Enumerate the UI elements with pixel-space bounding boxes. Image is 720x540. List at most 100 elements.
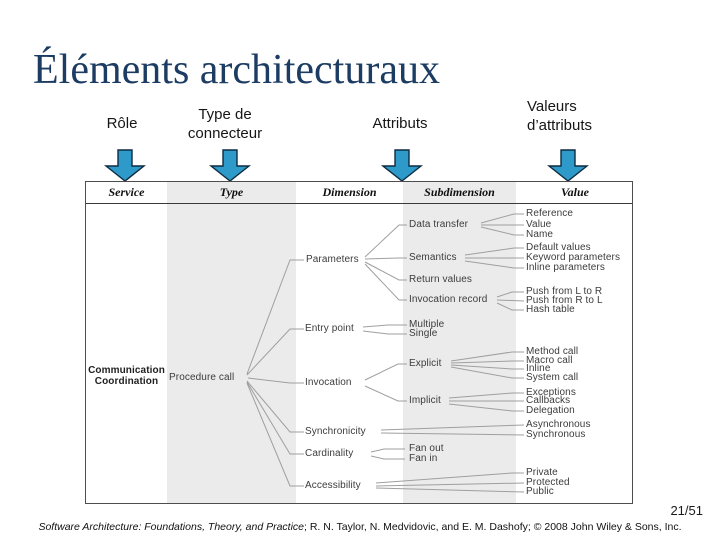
connector-line	[450, 366, 524, 379]
column-header-value: Value	[560, 185, 589, 199]
connector-line	[375, 487, 525, 493]
slide-title: Éléments architecturaux	[33, 47, 440, 93]
tree-connector-lines	[246, 213, 525, 493]
connector-line	[450, 364, 524, 370]
node-keyword-parameters: Keyword parameters	[526, 252, 621, 263]
node-system-call: System call	[526, 372, 579, 383]
annotation-attributes: Attributs	[360, 114, 440, 133]
column-header-type: Type	[219, 185, 244, 199]
footer-citation: Software Architecture: Foundations, Theo…	[0, 521, 720, 533]
node-macro-call: Macro call	[526, 355, 573, 366]
node-cardinality: Cardinality	[305, 448, 354, 459]
node-inline-parameters: Inline parameters	[526, 262, 605, 273]
node-invocation-record: Invocation record	[409, 294, 488, 305]
annotation-line: Valeurs	[527, 98, 577, 115]
down-arrow-icon	[208, 149, 252, 182]
node-push-from-l-to-r: Push from L to R	[526, 286, 603, 297]
node-default-values: Default values	[526, 242, 591, 253]
node-method-call: Method call	[526, 346, 579, 357]
page-number: 21/51	[670, 503, 703, 518]
annotation-attribute-values: Valeurs d’attributs	[527, 97, 637, 135]
connector-line	[480, 226, 524, 236]
node-explicit: Explicit	[409, 358, 442, 369]
node-public: Public	[526, 486, 554, 497]
node-invocation: Invocation	[305, 377, 352, 388]
column-header-dimension: Dimension	[322, 185, 377, 199]
connector-line	[246, 259, 304, 375]
annotation-line: d’attributs	[527, 117, 593, 134]
connector-line	[246, 380, 304, 433]
node-procedure-call: Procedure call	[169, 372, 235, 383]
connector-line	[464, 260, 524, 269]
connector-line	[448, 392, 524, 399]
node-inline: Inline	[526, 363, 551, 374]
node-hash-table: Hash table	[526, 304, 575, 315]
connector-line	[364, 385, 407, 402]
node-synchronous: Synchronous	[526, 429, 586, 440]
annotation-line: Type de	[198, 106, 252, 123]
down-arrow-icon	[103, 149, 147, 182]
column-shade-subdimension	[403, 182, 516, 503]
node-asynchronous: Asynchronous	[526, 419, 591, 430]
connector-line	[362, 330, 407, 335]
connector-line	[380, 424, 525, 431]
connector-line	[448, 403, 524, 412]
connector-line	[364, 363, 407, 381]
node-multiple: Multiple	[409, 319, 445, 330]
connector-line	[464, 247, 524, 256]
connector-line	[247, 377, 304, 384]
connector-line	[375, 482, 525, 487]
annotation-connector-type: Type de connecteur	[165, 105, 285, 143]
connector-line	[496, 302, 524, 311]
annotation-line: Rôle	[106, 115, 138, 132]
service-line: Coordination	[94, 376, 159, 387]
connector-line	[364, 257, 407, 260]
connector-line	[246, 328, 304, 376]
column-header-service: Service	[108, 185, 145, 199]
connector-line	[364, 261, 407, 281]
node-name: Name	[526, 229, 554, 240]
service-line: Communication	[88, 365, 165, 376]
node-value: Value	[526, 219, 552, 230]
node-exceptions: Exceptions	[526, 387, 576, 398]
column-header-subdimension: Subdimension	[424, 185, 495, 199]
connector-line	[370, 455, 405, 460]
connector-line	[496, 299, 525, 302]
connector-line	[362, 324, 407, 328]
node-data-transfer: Data transfer	[409, 219, 469, 230]
node-reference: Reference	[526, 208, 574, 219]
down-arrow-icon	[380, 149, 424, 182]
connector-line	[364, 263, 407, 301]
node-fan-out: Fan out	[409, 443, 444, 454]
connector-line	[380, 432, 525, 436]
node-push-from-r-to-l: Push from R to L	[526, 295, 603, 306]
node-synchronicity: Synchronicity	[305, 426, 366, 437]
connector-line	[480, 213, 524, 224]
connector-line	[450, 351, 524, 362]
node-single: Single	[409, 328, 438, 339]
down-arrows	[103, 149, 590, 182]
node-callbacks: Callbacks	[526, 395, 571, 406]
node-semantics: Semantics	[409, 252, 457, 263]
node-private: Private	[526, 467, 558, 478]
annotation-line: Attributs	[372, 115, 428, 132]
connector-line	[246, 381, 304, 455]
node-delegation: Delegation	[526, 405, 575, 416]
node-accessibility: Accessibility	[305, 480, 361, 491]
annotation-role: Rôle	[82, 114, 162, 133]
node-parameters: Parameters	[306, 254, 359, 265]
node-entry-point: Entry point	[305, 323, 354, 334]
connector-line	[364, 224, 407, 258]
header-divider	[86, 203, 632, 204]
down-arrow-icon	[546, 149, 590, 182]
node-implicit: Implicit	[409, 395, 441, 406]
footer-authors: ; R. N. Taylor, N. Medvidovic, and E. M.…	[304, 521, 682, 533]
connector-line	[375, 472, 524, 484]
connector-line	[496, 291, 524, 298]
connector-line	[370, 448, 405, 453]
node-protected: Protected	[526, 477, 570, 488]
annotation-line: connecteur	[187, 125, 263, 142]
